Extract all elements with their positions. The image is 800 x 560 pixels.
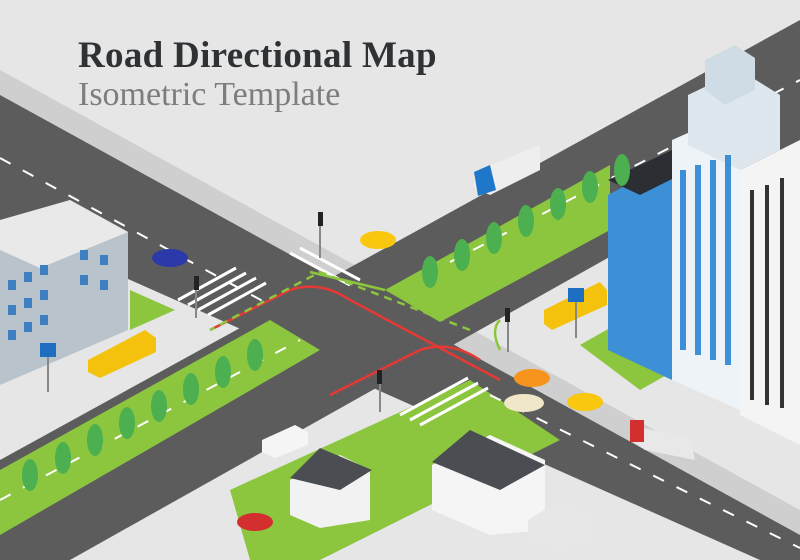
direction-arrows [209, 270, 502, 397]
taxi-right [567, 393, 603, 411]
bus-left [88, 330, 156, 378]
truck-cab [474, 165, 496, 196]
bus-stop-sign-icon [40, 288, 584, 392]
red-car [237, 513, 273, 531]
crosswalks [177, 246, 489, 427]
office-building-left [0, 200, 128, 385]
skyscrapers-right [608, 45, 800, 445]
vehicles [88, 145, 695, 531]
lane-markings [0, 79, 800, 549]
page-title: Road Directional Map [78, 35, 437, 76]
ambulance [262, 425, 308, 458]
white-car [504, 394, 544, 412]
police-car [152, 249, 188, 267]
traffic-light-icon [194, 212, 510, 412]
taxi-top [360, 231, 396, 249]
houses [290, 430, 590, 550]
page-subtitle: Isometric Template [78, 76, 341, 113]
trees [22, 154, 630, 491]
truck-bottom [630, 425, 695, 460]
truck-cab-red [630, 420, 644, 442]
orange-car [514, 369, 550, 387]
